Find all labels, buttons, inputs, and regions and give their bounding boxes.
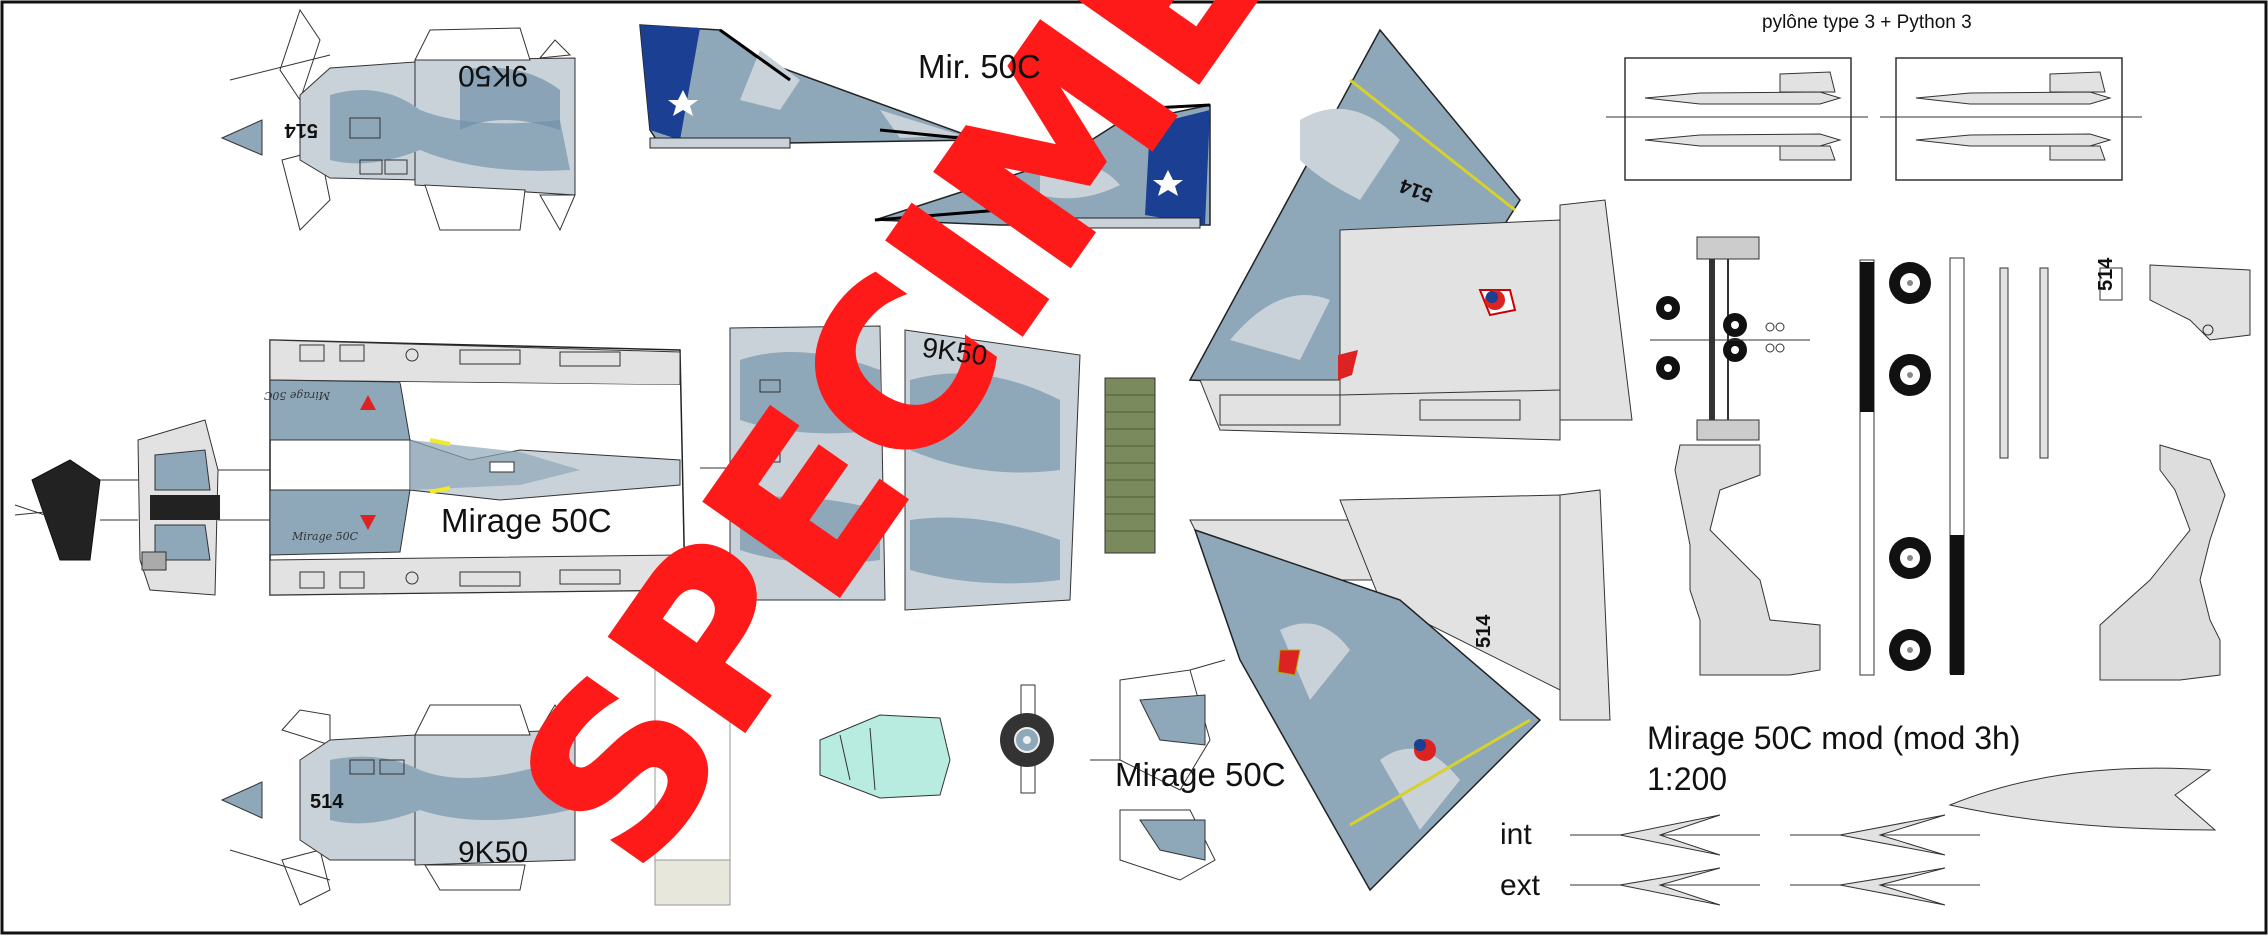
tail-number-top: 514: [284, 119, 318, 141]
script-name-mark: Mirage 50C: [263, 389, 331, 402]
nose-parts: [14, 419, 270, 596]
olive-panel-lines: [1105, 394, 1155, 532]
wing-upper: 514: [1188, 28, 1633, 441]
serial-bottom: 9K50: [458, 836, 529, 869]
mir-label: Mir. 50C: [918, 48, 1041, 85]
small-fins: [1090, 659, 1226, 881]
fin-top-view: [639, 24, 981, 149]
script-name-mark: Mirage 50C: [291, 530, 359, 543]
warning-triangle-icon: [360, 395, 376, 410]
fuselage-main: Mirage 50C Mirage 50C: [263, 339, 686, 596]
center-panels: [700, 325, 1081, 611]
model-title: Mirage 50C mod (mod 3h): [1647, 720, 2021, 756]
tail-number-wing-lower: 514: [1473, 614, 1495, 648]
fin-side-view: [874, 103, 1211, 229]
airbrake-parts: [1570, 767, 2217, 906]
pylon-diagrams: [1606, 57, 2142, 181]
landing-gear: [1650, 236, 2049, 676]
tail-number-small: 514: [2095, 257, 2117, 291]
star-insignia-icon: [1153, 170, 1183, 196]
pylon-title: pylône type 3 + Python 3: [1762, 12, 1972, 33]
fuselage-bottom-part: 514: [220, 704, 576, 906]
fuselage-top-part: 514: [220, 8, 576, 232]
turbine-part: [1000, 684, 1054, 794]
tail-number-bottom: 514: [310, 791, 344, 813]
nose-section-part: 514: [2095, 257, 2251, 341]
label-int: int: [1500, 818, 1532, 851]
serial-top: 9K50: [458, 59, 529, 92]
label-ext: ext: [1500, 869, 1541, 902]
mirage-label-small: Mirage 50C: [1115, 756, 1286, 793]
star-insignia-icon: [668, 90, 698, 116]
olive-panel: [1104, 377, 1156, 554]
wing-lower: 514: [1189, 489, 1611, 892]
canopy-parts: [654, 669, 951, 906]
warning-triangle-icon: [360, 515, 376, 530]
scale-label: 1:200: [1647, 761, 1728, 797]
gear-doors: [1674, 444, 2226, 681]
mirage-label-fuselage: Mirage 50C: [441, 502, 612, 539]
